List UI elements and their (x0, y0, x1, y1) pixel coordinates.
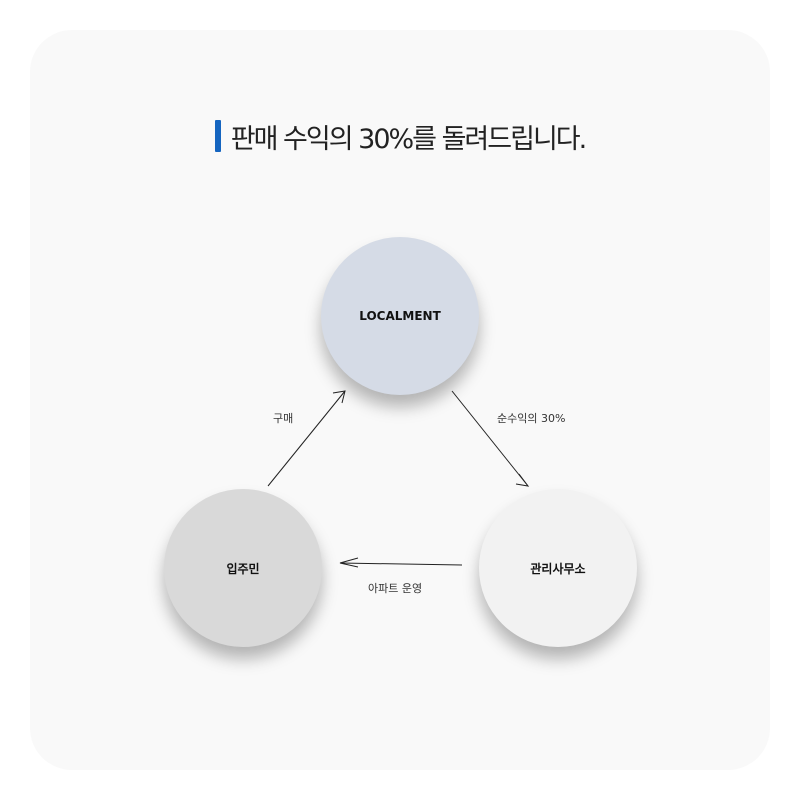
edge-net-profit-arrowhead (515, 473, 530, 487)
title-text: 판매 수익의 30%를 돌려드립니다. (230, 123, 587, 155)
node-resident-label: 입주민 (226, 561, 260, 576)
edge-purchase-arrowhead (332, 390, 346, 404)
edge-net-profit-arrow (451, 390, 529, 487)
edge-label-purchase: 구매 (273, 412, 294, 425)
node-localment: LOCALMENT (321, 237, 479, 395)
page-title: 판매 수익의 30%를 돌려드립니다. (0, 116, 800, 156)
diagram-card (30, 30, 770, 770)
edge-purchase-arrow (267, 390, 346, 487)
edge-operation-arrowhead (339, 557, 359, 568)
node-office-label: 관리사무소 (530, 561, 586, 576)
node-localment-label: LOCALMENT (359, 309, 441, 323)
node-office: 관리사무소 (479, 489, 637, 647)
edge-operation-arrow (339, 562, 463, 566)
edge-label-net-profit: 순수익의 30% (497, 412, 566, 425)
edge-label-apartment-operation: 아파트 운영 (368, 582, 423, 595)
node-resident: 입주민 (164, 489, 322, 647)
title-accent-bar (214, 120, 221, 152)
